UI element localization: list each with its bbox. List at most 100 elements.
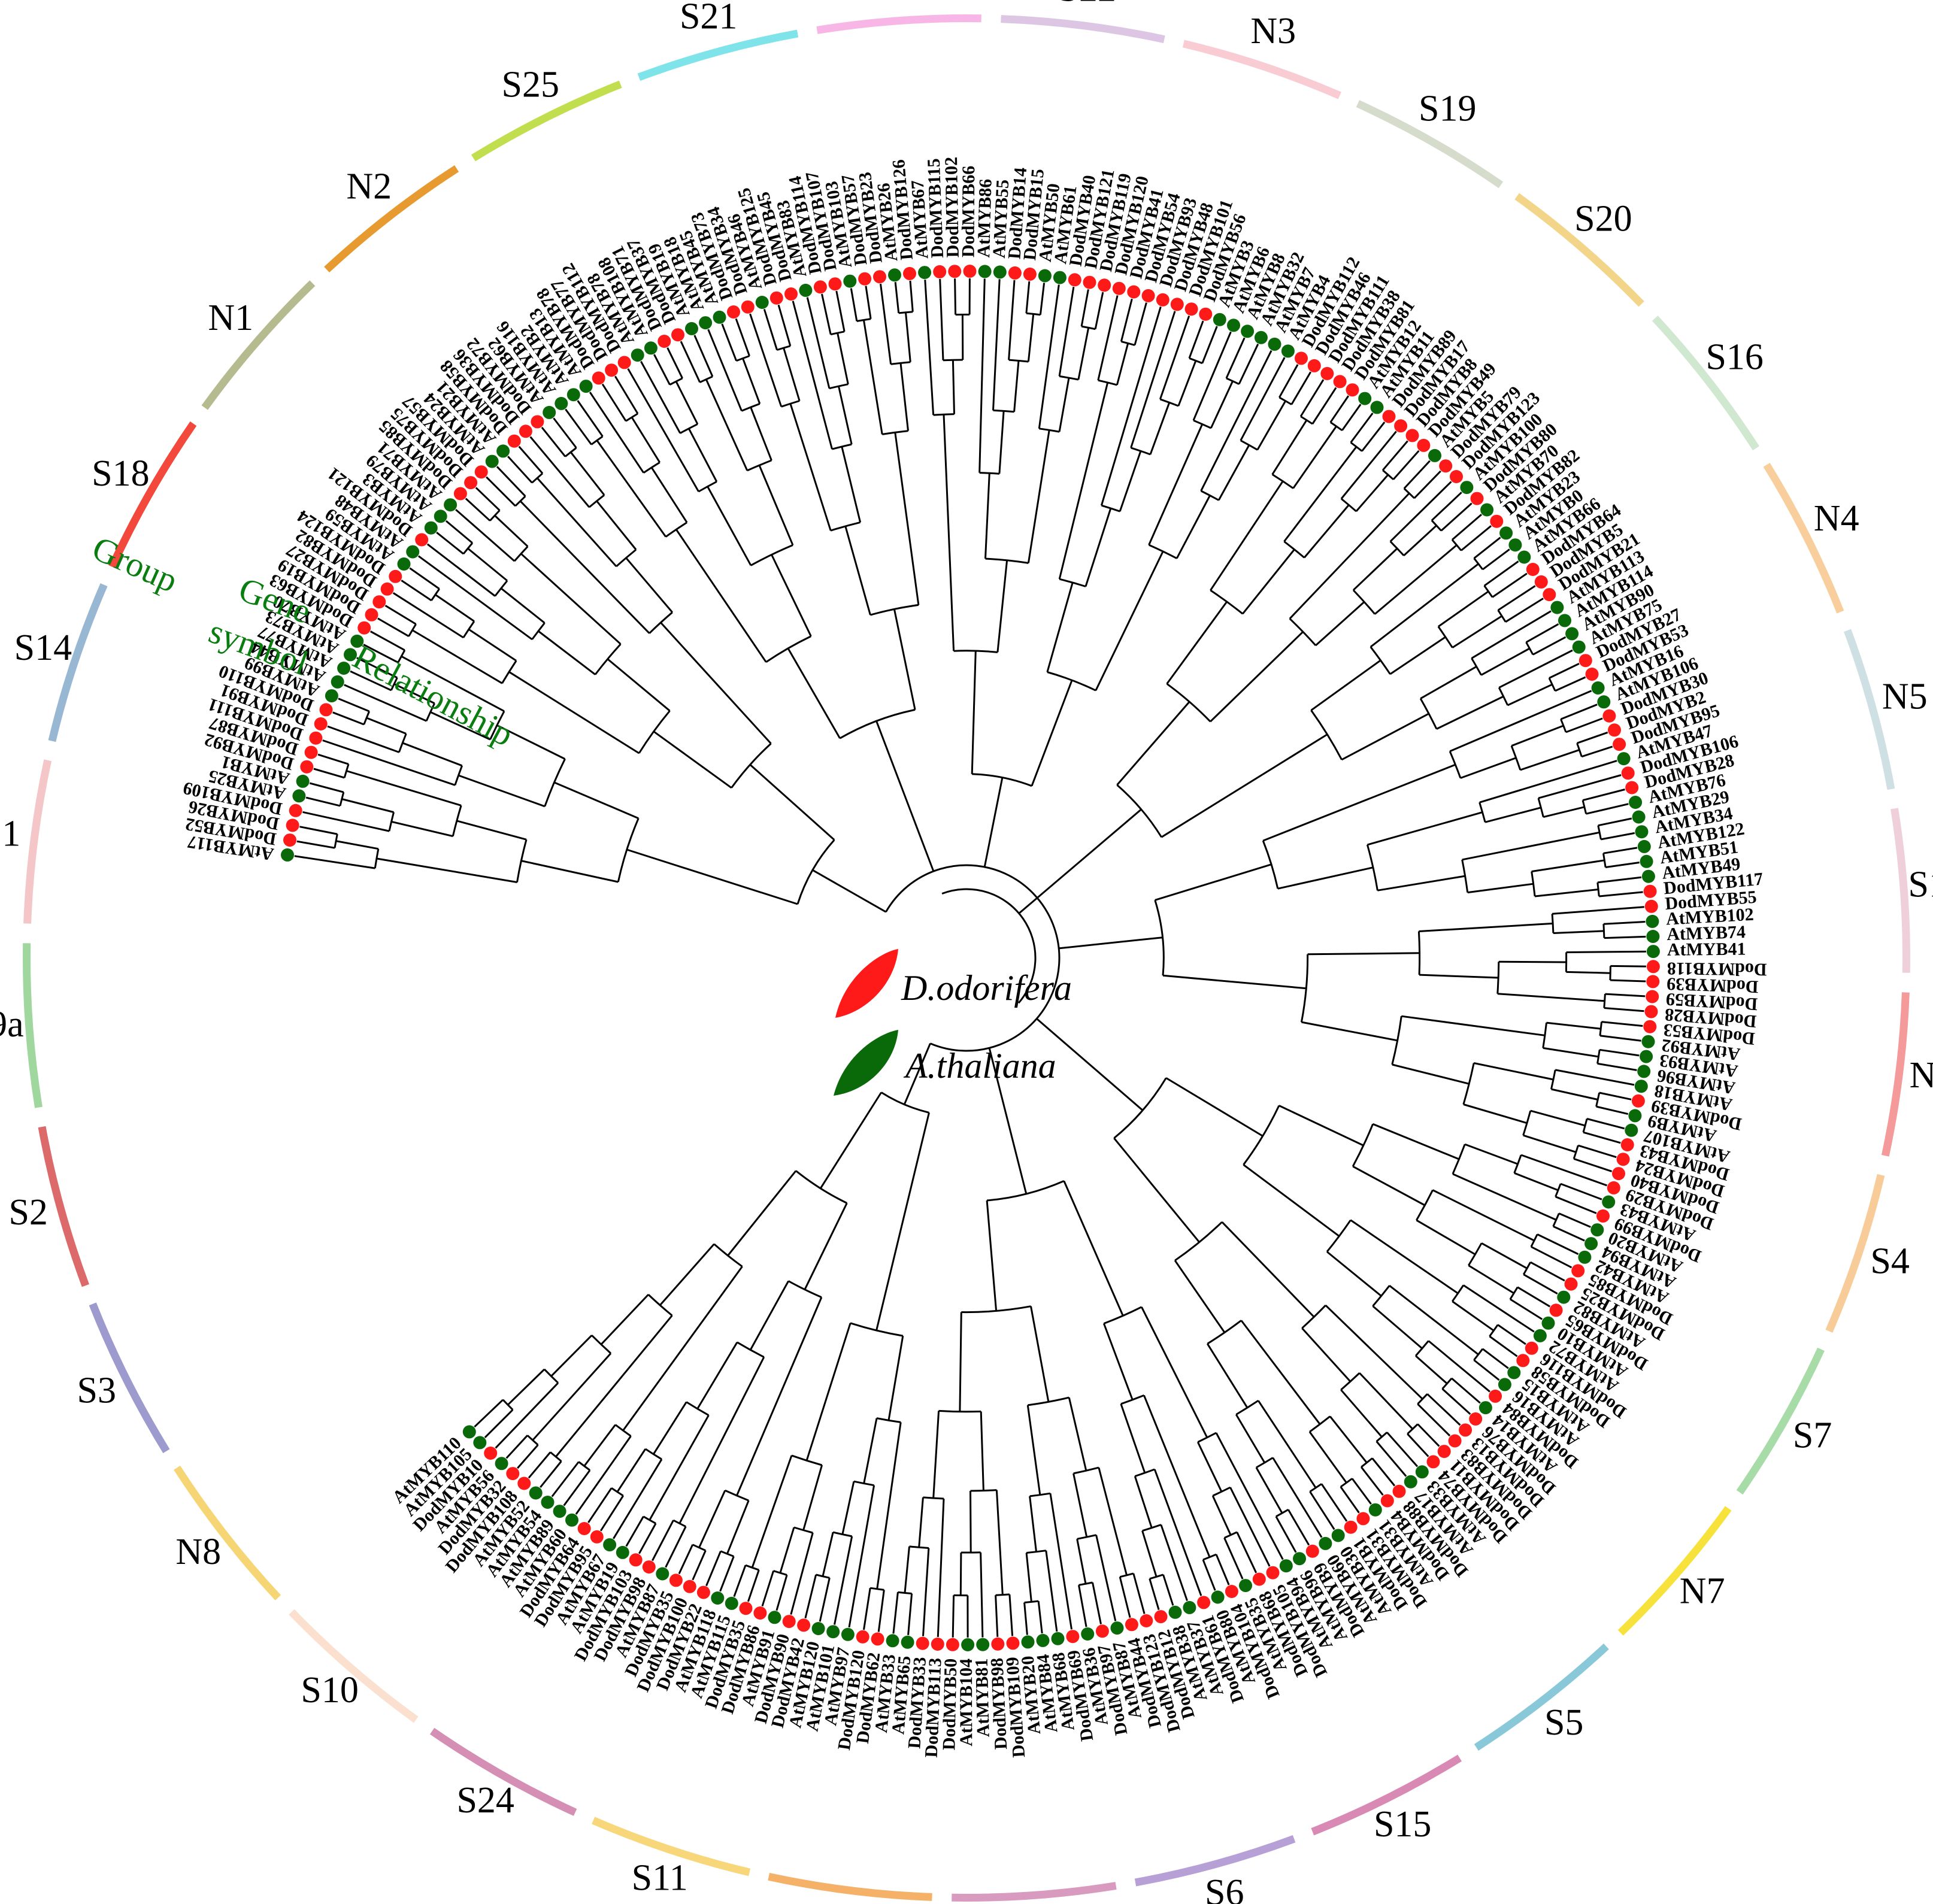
tree-branch: [1525, 641, 1534, 656]
tree-branch: [1210, 631, 1304, 723]
leaf-dot: [1051, 1632, 1065, 1645]
tree-branch: [735, 318, 750, 357]
tree-branch: [569, 451, 605, 496]
leaf-dot: [1470, 492, 1484, 505]
tree-branch: [1028, 1396, 1069, 1406]
leaf-dot: [292, 789, 306, 803]
leaf-dot: [553, 1505, 566, 1518]
leaf-label: DodMYB113: [922, 1657, 946, 1758]
group-label: N5: [1882, 676, 1928, 717]
leaf-dot: [931, 1638, 944, 1651]
tree-branch: [408, 623, 417, 637]
tree-branch: [1392, 450, 1420, 480]
tree-branch: [899, 363, 909, 431]
tree-branch: [1599, 1035, 1641, 1042]
tree-branch: [1283, 446, 1358, 542]
tree-branch: [468, 628, 517, 662]
tree-branch: [1531, 1245, 1573, 1269]
group-arc: [1474, 1643, 1609, 1751]
tree-branch: [1018, 897, 1038, 914]
tree-branch: [1581, 745, 1613, 758]
leaf-dot: [1637, 839, 1651, 853]
leaf-dot: [948, 265, 962, 278]
leaf-dot: [1543, 588, 1556, 602]
tree-branch: [601, 383, 627, 422]
tree-branch: [591, 1335, 612, 1354]
tree-branch: [1301, 1327, 1352, 1382]
tree-branch: [1523, 1274, 1558, 1295]
leaf-dot: [566, 388, 580, 402]
tree-branch: [793, 1526, 813, 1534]
tree-branch: [1481, 1348, 1509, 1369]
tree-branch: [1038, 284, 1060, 429]
tree-branch: [909, 1545, 929, 1549]
tree-branch: [1215, 1554, 1230, 1585]
tree-branch: [1597, 1062, 1637, 1071]
tree-branch: [1242, 548, 1295, 615]
group-label: S21: [680, 0, 737, 37]
leaf-dot: [1450, 470, 1463, 483]
tree-branch: [905, 312, 911, 362]
leaf-dot: [961, 1638, 975, 1651]
tree-branch: [1473, 1359, 1500, 1381]
tree-branch: [952, 360, 955, 414]
tree-branch: [596, 500, 637, 550]
tree-branch: [698, 481, 717, 493]
leaf-dot: [1617, 752, 1631, 766]
tree-branch: [1301, 1305, 1326, 1329]
tree-branch: [850, 288, 858, 322]
tree-branch: [1113, 1137, 1200, 1243]
group-label: S2: [8, 1192, 47, 1233]
leaf-dot: [1608, 723, 1621, 737]
tree-branch: [880, 283, 892, 365]
leaf-dot: [1268, 337, 1281, 351]
leaf-dot: [389, 569, 402, 583]
tree-branch: [496, 724, 566, 760]
leaf-dot: [629, 1553, 643, 1567]
leaf-dot: [993, 265, 1007, 279]
tree-branch: [1340, 1486, 1360, 1514]
group-label: S23: [868, 0, 925, 4]
tree-branch: [520, 553, 622, 645]
tree-branch: [1420, 665, 1477, 700]
tree-branch: [1481, 1242, 1528, 1269]
tree-branch: [1566, 971, 1611, 974]
tree-branch: [397, 650, 406, 663]
leaf-dot: [1254, 331, 1268, 344]
leaf-dot: [841, 1627, 855, 1641]
tree-branch: [737, 1341, 765, 1358]
leaf-dot: [1550, 601, 1564, 614]
leaf-dot: [424, 521, 438, 535]
leaf-dot: [1499, 526, 1513, 540]
leaf-dot: [1346, 383, 1359, 397]
tree-branch: [500, 587, 546, 624]
tree-branch: [978, 278, 986, 473]
tree-branch: [1601, 1021, 1643, 1027]
tree-branch: [876, 1422, 902, 1590]
tree-branch: [834, 1536, 853, 1625]
tree-branch: [452, 805, 462, 836]
group-label: S18: [92, 453, 149, 494]
tree-branch: [1370, 563, 1479, 648]
tree-branch: [426, 543, 496, 597]
leaf-dot: [1281, 344, 1295, 358]
leaf-dot: [1156, 293, 1170, 307]
tree-branch: [898, 1591, 912, 1594]
tree-branch: [614, 1424, 632, 1437]
leaf-dot: [978, 265, 992, 278]
leaf-dot: [1533, 1329, 1547, 1342]
leaf-dot: [1266, 1566, 1280, 1579]
tree-branch: [1452, 615, 1502, 648]
tree-branch: [1603, 994, 1606, 1008]
tree-branch: [334, 833, 338, 848]
tree-branch: [1303, 504, 1350, 559]
leaf-dot: [828, 277, 842, 291]
tree-branch: [816, 1573, 830, 1579]
leaf-labels: AtMYB117DodMYB52DodMYB26DodMYB109AtMYB25…: [181, 157, 1767, 1759]
tree-branch: [806, 297, 831, 389]
leaf-dot: [1241, 325, 1255, 338]
leaf-dot: [1197, 1596, 1211, 1609]
tree-branch: [1417, 1403, 1451, 1437]
leaf-dot: [1584, 1237, 1598, 1251]
leaf-dot: [1068, 273, 1081, 287]
